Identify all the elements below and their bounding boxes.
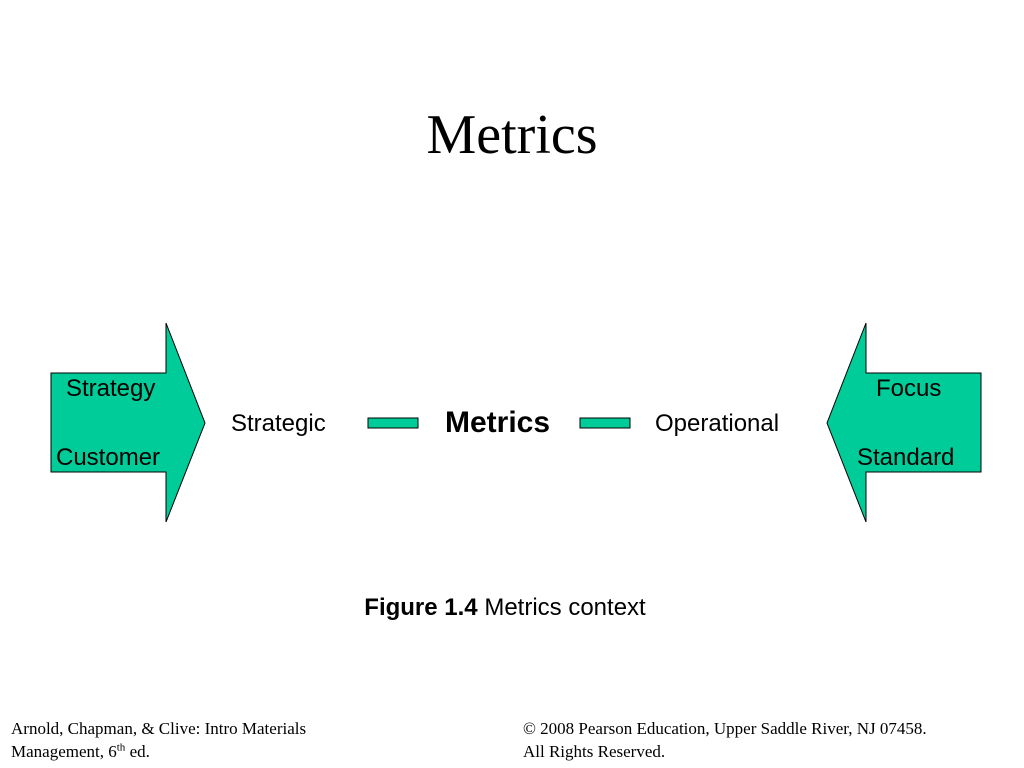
right-arrow-label-focus: Focus bbox=[876, 375, 942, 402]
left-connector-bar bbox=[367, 417, 419, 429]
footer-copyright-line2: All Rights Reserved. bbox=[523, 742, 666, 761]
footer-copyright-line1: © 2008 Pearson Education, Upper Saddle R… bbox=[523, 719, 927, 738]
footer-citation-line1: Arnold, Chapman, & Clive: Intro Material… bbox=[11, 719, 307, 738]
operational-label: Operational bbox=[655, 410, 780, 437]
slide-title: Metrics bbox=[426, 104, 598, 166]
footer-copyright: © 2008 Pearson Education, Upper Saddle R… bbox=[523, 717, 927, 763]
left-arrow-label-strategy: Strategy bbox=[66, 375, 156, 402]
figure-caption-text: Metrics context bbox=[484, 594, 646, 621]
right-connector-bar bbox=[579, 417, 631, 429]
left-arrow-shape bbox=[50, 322, 206, 523]
figure-number: Figure 1.4 bbox=[364, 594, 478, 621]
right-arrow-shape bbox=[826, 322, 982, 523]
footer-citation-line2: Management, 6th ed. bbox=[11, 741, 150, 761]
figure-caption: Figure 1.4 Metrics context bbox=[0, 593, 1010, 623]
right-arrow-label-standard: Standard bbox=[857, 444, 955, 471]
metrics-center-label: Metrics bbox=[445, 406, 551, 439]
strategic-label: Strategic bbox=[231, 410, 326, 437]
left-arrow-label-customer: Customer bbox=[56, 444, 161, 471]
footer-citation: Arnold, Chapman, & Clive: Intro Material… bbox=[11, 717, 306, 763]
